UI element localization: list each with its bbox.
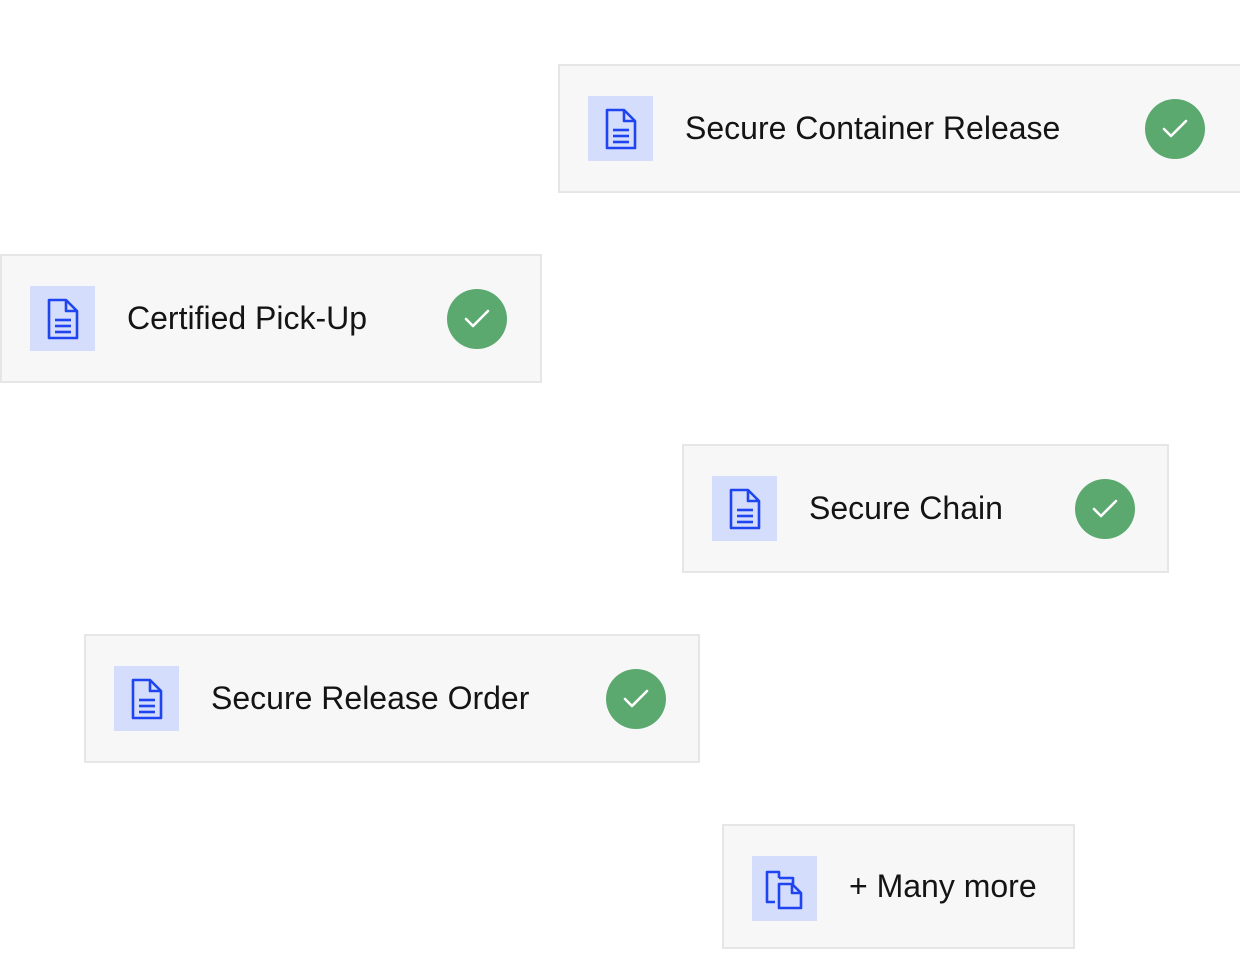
document-card-secure-release-order: Secure Release Order (84, 634, 700, 763)
document-icon (712, 476, 777, 541)
document-card-label: Secure Chain (809, 490, 1003, 526)
documents-icon (752, 856, 817, 921)
check-icon (447, 289, 507, 349)
document-card-certified-pick-up: Certified Pick-Up (0, 254, 542, 383)
many-more-card: + Many more (722, 824, 1075, 949)
check-icon (1075, 479, 1135, 539)
document-icon (114, 666, 179, 731)
check-icon (1145, 99, 1205, 159)
document-card-label: Secure Release Order (211, 680, 530, 716)
document-icon (30, 286, 95, 351)
document-card-secure-chain: Secure Chain (682, 444, 1169, 573)
document-card-label: Certified Pick-Up (127, 300, 368, 336)
check-icon (606, 669, 666, 729)
document-icon (588, 96, 653, 161)
document-card-secure-container-release: Secure Container Release (558, 64, 1240, 193)
many-more-label: + Many more (849, 868, 1037, 904)
document-card-label: Secure Container Release (685, 110, 1061, 146)
